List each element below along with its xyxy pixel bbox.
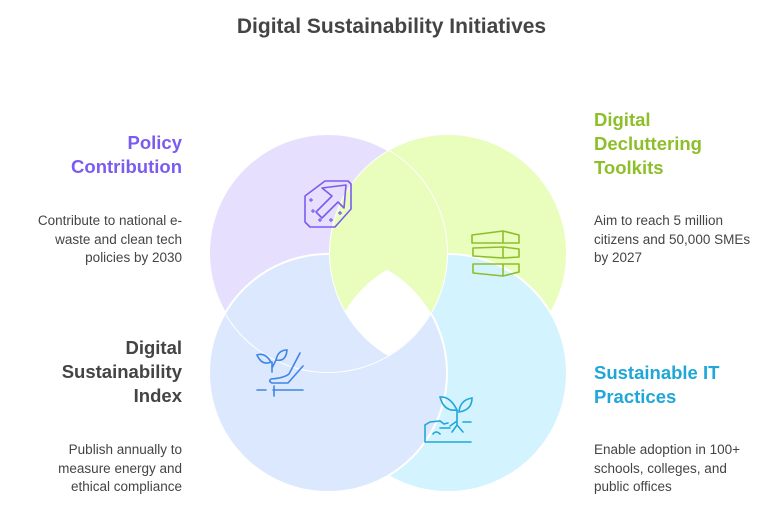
stacked-layers-icon xyxy=(471,230,520,277)
policy-arrow-icon xyxy=(304,180,352,228)
hand-plant-icon xyxy=(255,349,304,397)
center-hole xyxy=(329,254,447,372)
item-description-sustainability-index: Publish annually to measure energy and e… xyxy=(58,442,182,494)
page-title: Digital Sustainability Initiatives xyxy=(236,15,547,38)
item-title-digital-decluttering: Digital Decluttering Toolkits xyxy=(594,109,702,178)
item-description-digital-decluttering: Aim to reach 5 million citizens and 50,0… xyxy=(594,213,751,265)
item-title-sustainability-index: Digital Sustainability Index xyxy=(61,337,182,406)
item-description-sustainable-it: Enable adoption in 100+ schools, college… xyxy=(594,442,741,494)
item-description-policy-contribution: Contribute to national e- waste and clea… xyxy=(37,213,182,265)
item-title-policy-contribution: Policy Contribution xyxy=(71,132,182,177)
item-title-sustainable-it: Sustainable IT Practices xyxy=(594,362,720,407)
sprout-soil-icon xyxy=(424,396,473,443)
